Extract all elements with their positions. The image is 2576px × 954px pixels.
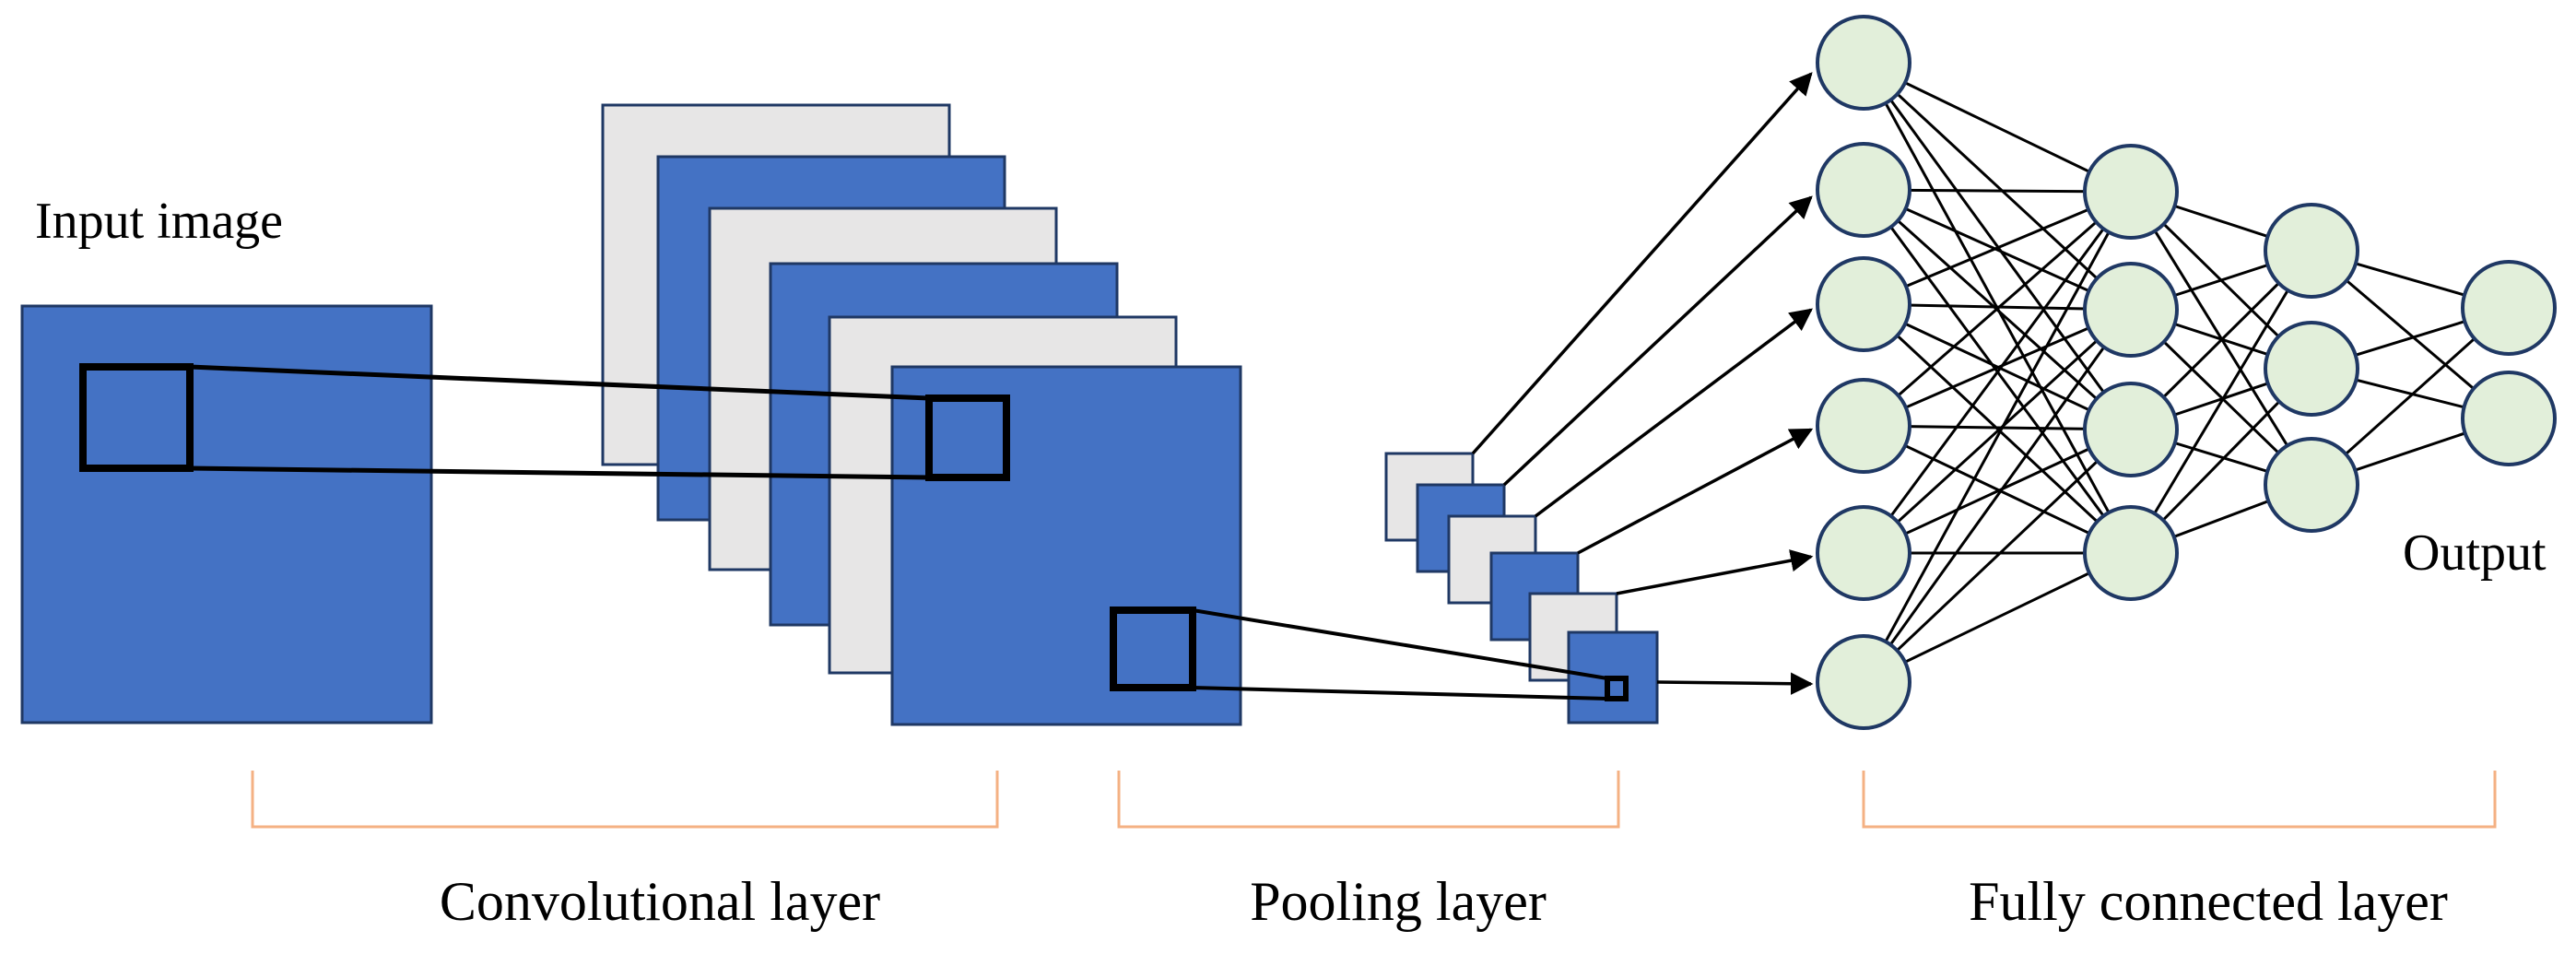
fc-neuron-l2-3 <box>2083 382 2179 477</box>
fc-connections <box>1862 61 2511 684</box>
fc-edge-l2-4-1 <box>2129 250 2313 554</box>
fc-edge-l1-3-1 <box>1863 190 2132 306</box>
pool-to-fc-arrow-3 <box>1534 308 1813 518</box>
fc-neuron-l3-3 <box>2264 437 2359 533</box>
fc-neuron-l1-4 <box>1816 378 1911 474</box>
output-label: Output <box>2403 524 2547 582</box>
convolutional-feature-maps <box>601 103 1242 726</box>
pooling-layer-bracket <box>1117 771 1620 829</box>
fully-connected-layer-bracket <box>1862 771 2497 829</box>
fc-edge-l1-6-3 <box>1862 428 2133 684</box>
pool-to-fc-arrow-6 <box>1656 672 1814 695</box>
fc-neuron-l2-1 <box>2083 144 2179 240</box>
fc-neuron-l2-2 <box>2083 262 2179 358</box>
fc-neuron-l1-5 <box>1816 505 1911 601</box>
pool-to-fc-arrows <box>1471 72 1814 695</box>
input-image-label: Input image <box>35 193 283 250</box>
fc-neuron-l4-1 <box>2461 260 2557 356</box>
pool-to-fc-arrow-4 <box>1577 428 1814 555</box>
fc-neuron-l2-4 <box>2083 505 2179 601</box>
fc-edge-l1-5-2 <box>1862 308 2133 555</box>
convolutional-layer-bracket <box>251 771 999 829</box>
fc-neuron-l1-1 <box>1816 15 1911 111</box>
fc-neuron-l4-2 <box>2461 371 2557 466</box>
fc-edge-l1-6-1 <box>1862 191 2133 683</box>
fc-edge-l1-1-2 <box>1862 61 2133 312</box>
pooling-feature-maps <box>1384 452 1659 724</box>
pool-to-fc-arrow-1 <box>1471 72 1813 455</box>
fc-edge-l1-5-3 <box>1863 428 2132 555</box>
pool-projection-line-top <box>1192 608 1608 680</box>
fully-connected-layer-label: Fully connected layer <box>1969 871 2448 932</box>
fc-edge-l1-4-2 <box>1863 308 2132 428</box>
pool-projection-line-bottom <box>1192 686 1608 701</box>
pooled-cell <box>1605 676 1629 701</box>
fc-edge-l1-6-4 <box>1863 551 2132 684</box>
convolutional-layer-label: Convolutional layer <box>440 871 880 932</box>
fc-edge-l1-1-1 <box>1863 61 2132 194</box>
pooling-layer-label: Pooling layer <box>1250 871 1547 932</box>
projection-line-bottom <box>189 465 930 480</box>
conv-receptive-field <box>925 395 1010 481</box>
fc-neuron-l1-3 <box>1816 256 1911 352</box>
fc-edge-l1-1-3 <box>1862 62 2133 430</box>
fc-edge-l1-5-1 <box>1862 191 2133 554</box>
fc-neuron-l3-1 <box>2264 203 2359 299</box>
pool-to-fc-arrow-2 <box>1502 195 1813 487</box>
fc-neuron-l3-2 <box>2264 321 2359 417</box>
fc-edge-l1-6-2 <box>1862 309 2133 683</box>
projection-line-top <box>189 364 930 401</box>
conv-pooling-window <box>1110 607 1196 691</box>
fc-neurons <box>1816 15 2557 730</box>
fc-neuron-l1-2 <box>1816 142 1911 238</box>
fc-neuron-l1-6 <box>1816 634 1911 730</box>
fc-edge-l1-2-2 <box>1863 188 2132 312</box>
pool-feature-map-6 <box>1567 630 1659 724</box>
conv-feature-map-6 <box>890 365 1242 726</box>
input-kernel-window <box>79 363 194 472</box>
fc-edge-l1-4-1 <box>1863 190 2132 428</box>
pool-to-fc-arrow-5 <box>1616 549 1814 595</box>
fc-edge-l1-4-4 <box>1863 424 2132 555</box>
